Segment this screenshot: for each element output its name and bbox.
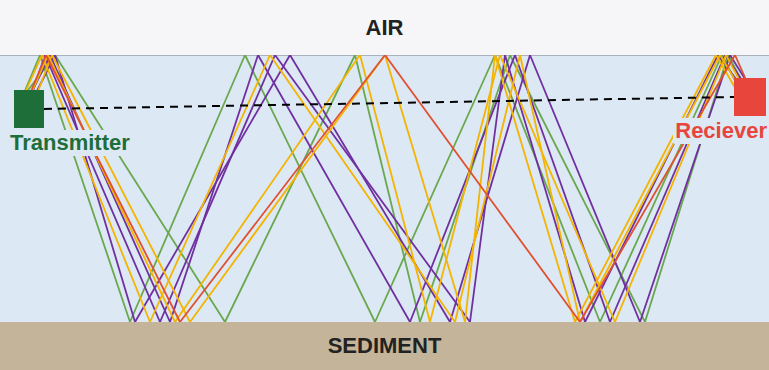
device-label: Transmitter (8, 130, 132, 156)
medium-label: SEDIMENT (328, 333, 442, 359)
device-node: Reciever (640, 76, 769, 148)
medium-band: SEDIMENT (0, 322, 769, 370)
device-square (14, 90, 44, 128)
device-node: Transmitter (6, 88, 136, 160)
sediment-ground (0, 322, 769, 370)
line-of-sight (44, 97, 734, 109)
medium-band: AIR (0, 0, 769, 55)
water (0, 55, 769, 322)
medium-label: AIR (366, 15, 404, 41)
device-label: Reciever (673, 118, 769, 144)
device-square (734, 78, 766, 116)
